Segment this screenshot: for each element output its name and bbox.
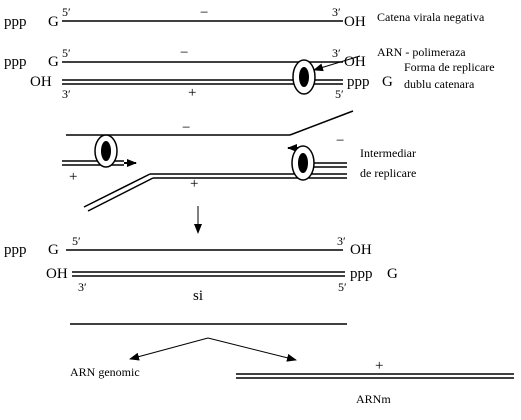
product-ppp-label: ppp: [4, 242, 27, 258]
ds-top-oh-label: OH: [344, 54, 366, 70]
intermediate-diagonal-strand-line-b: [87, 177, 154, 212]
neg-g-label: G: [48, 14, 59, 30]
polymerase-pointer-arrow-icon: [313, 55, 361, 72]
product-bottom-five-prime-label: 5′: [338, 280, 347, 294]
ds-bottom-five-prime-label: 5′: [335, 87, 344, 101]
ds-bottom-oh-label: OH: [30, 74, 52, 90]
intermediate-middle-plus-label: +: [190, 176, 199, 192]
neg-three-prime-label: 3′: [332, 5, 341, 19]
ds-form-caption-line1: Forma de replicare: [404, 60, 495, 74]
intermediate-caption-line2: de replicare: [360, 166, 417, 180]
ds-bottom-sign-label: +: [188, 85, 197, 101]
ds-top-five-prime-label: 5′: [62, 46, 71, 60]
ds-bottom-g-label: G: [382, 74, 393, 90]
genomic-rna-caption: ARN genomic: [70, 365, 140, 379]
intermediate-right-sign-label: −: [336, 133, 345, 149]
mrna-sign-label: +: [375, 358, 384, 374]
ds-top-sign-label: −: [180, 45, 189, 61]
intermediate-left-plus-label: +: [69, 169, 78, 185]
product-three-prime-label: 3′: [337, 234, 346, 248]
product-bottom-g-label: G: [387, 266, 398, 282]
left-polymerase-oval-icon: [94, 134, 118, 168]
product-bottom-oh-label: OH: [46, 266, 68, 282]
product-g-label: G: [48, 242, 59, 258]
right-polymerase-oval-icon: [291, 145, 315, 181]
product-bottom-ppp-label: ppp: [350, 266, 373, 282]
ds-top-three-prime-label: 3′: [332, 46, 341, 60]
intermediate-caption-line1: Intermediar: [360, 146, 416, 160]
neg-oh-label: OH: [344, 14, 366, 30]
ds-top-g-label: G: [48, 54, 59, 70]
ds-bottom-three-prime-label: 3′: [62, 87, 71, 101]
ds-form-caption-line2: dublu catenara: [404, 77, 475, 91]
polymerase-oval-icon: [292, 59, 316, 95]
split-arrow-left-icon: [129, 337, 209, 361]
product-five-prime-label: 5′: [72, 234, 81, 248]
split-arrow-right-icon: [207, 337, 297, 362]
and-word-label: si: [193, 288, 204, 304]
intermediate-diagonal-strand-line-a: [83, 173, 151, 208]
ds-top-ppp-label: ppp: [4, 54, 27, 70]
mrna-caption: ARNm: [356, 392, 391, 406]
product-bottom-three-prime-label: 3′: [78, 280, 87, 294]
intermediate-top-sign-label: −: [182, 120, 191, 136]
product-oh-label: OH: [350, 242, 372, 258]
neg-five-prime-label: 5′: [62, 5, 71, 19]
ds-bottom-ppp-label: ppp: [347, 74, 370, 90]
neg-sign-label: −: [200, 5, 209, 21]
polymerase-caption: ARN - polimeraza: [377, 45, 466, 59]
neg-ppp-label: ppp: [4, 14, 27, 30]
intermediate-minus-strand-tail-line: [289, 110, 354, 136]
negative-strand-caption: Catena virala negativa: [377, 10, 485, 24]
